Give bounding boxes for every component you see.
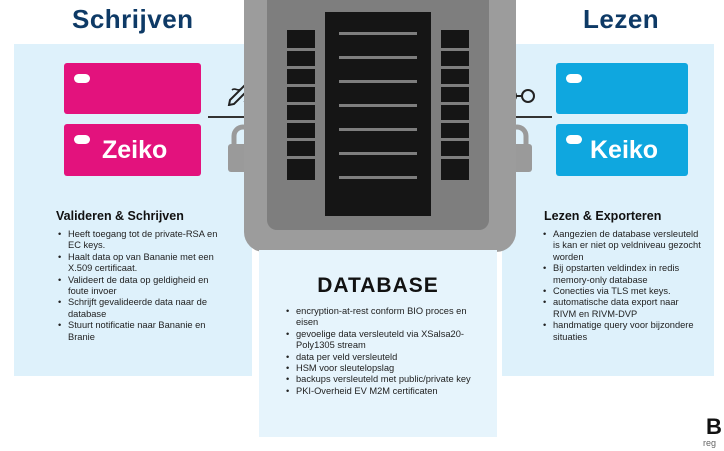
logo-letter: B <box>706 414 722 439</box>
database-title: DATABASE <box>317 274 439 297</box>
list-item: PKI-Overheid EV M2M certificaten <box>286 386 486 398</box>
server-tower-center <box>325 12 431 216</box>
zeiko-server-card: Zeiko <box>64 124 201 176</box>
list-item: encryption-at-rest conform BIO proces en… <box>286 306 486 329</box>
list-item: Heeft toegang tot de private-RSA en EC k… <box>58 229 223 252</box>
server-body <box>267 0 489 230</box>
list-item: gevoelige data versleuteld via XSalsa20-… <box>286 329 486 352</box>
write-arrow-line <box>208 116 274 118</box>
read-arrow-line <box>490 116 552 118</box>
list-item: Haalt data op van Bananie met een X.509 … <box>58 252 223 275</box>
keiko-server-card: Keiko <box>556 124 688 176</box>
server-tower-right <box>441 30 469 180</box>
list-item: HSM voor sleutelopslag <box>286 363 486 375</box>
list-item: backups versleuteld met public/private k… <box>286 374 486 386</box>
list-item: Schrijft gevalideerde data naar de datab… <box>58 297 223 320</box>
server-tower-left <box>287 30 315 180</box>
list-item: Bij opstarten veldindex in redis memory-… <box>543 263 703 286</box>
list-item: data per veld versleuteld <box>286 352 486 364</box>
list-item: handmatige query voor bijzondere situati… <box>543 320 703 343</box>
keiko-server-top <box>556 63 688 114</box>
list-item: automatische data export naar RIVM en RI… <box>543 297 703 320</box>
list-item: Conecties via TLS met keys. <box>543 286 703 298</box>
left-list: Heeft toegang tot de private-RSA en EC k… <box>58 229 223 343</box>
zeiko-label: Zeiko <box>102 136 168 164</box>
schrijven-title: Schrijven <box>72 4 194 34</box>
list-item: Valideert de data op geldigheid en foute… <box>58 275 223 298</box>
list-item: Stuurt notificatie naar Bananie en Brani… <box>58 320 223 343</box>
zeiko-server-top <box>64 63 201 114</box>
database-list: encryption-at-rest conform BIO proces en… <box>286 306 486 398</box>
right-section-title: Lezen & Exporteren <box>544 209 662 223</box>
keiko-label: Keiko <box>590 136 659 164</box>
right-list: Aangezien de database versleuteld is kan… <box>543 229 703 343</box>
logo-subtext: reg <box>703 438 717 448</box>
lezen-title: Lezen <box>583 4 660 34</box>
left-section-title: Valideren & Schrijven <box>56 209 184 223</box>
list-item: Aangezien de database versleuteld is kan… <box>543 229 703 263</box>
